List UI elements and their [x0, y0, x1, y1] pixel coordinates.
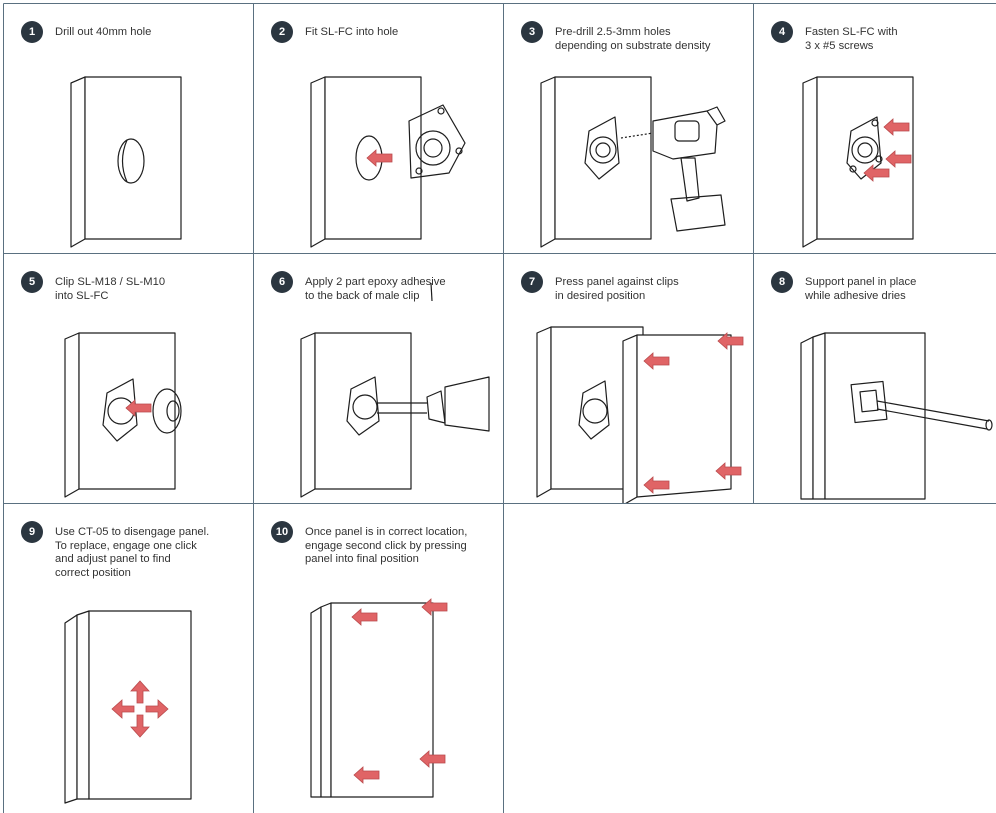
step-10: 10 Once panel is in correct location, en… [253, 503, 503, 813]
step-5: 5 Clip SL-M18 / SL-M10 into SL-FC [3, 253, 253, 503]
step-9: 9 Use CT-05 to disengage panel. To repla… [3, 503, 253, 813]
hole-illustration [3, 3, 253, 253]
support-illustration [753, 253, 996, 503]
final-position-illustration [253, 503, 503, 813]
fit-clip-illustration [253, 3, 503, 253]
step-3: 3 Pre-drill 2.5-3mm holes depending on s… [503, 3, 753, 253]
step-1: 1 Drill out 40mm hole [3, 3, 253, 253]
adjust-illustration [3, 503, 253, 813]
drill-illustration [503, 3, 753, 253]
step-7: 7 Press panel against clips in desired p… [503, 253, 753, 503]
press-panel-illustration [503, 253, 753, 503]
epoxy-illustration [253, 253, 503, 503]
step-4: 4 Fasten SL-FC with 3 x #5 screws [753, 3, 996, 253]
step-8: 8 Support panel in place while adhesive … [753, 253, 996, 503]
clip-male-illustration [3, 253, 253, 503]
step-6: 6 Apply 2 part epoxy adhesive to the bac… [253, 253, 503, 503]
screws-illustration [753, 3, 996, 253]
step-2: 2 Fit SL-FC into hole [253, 3, 503, 253]
